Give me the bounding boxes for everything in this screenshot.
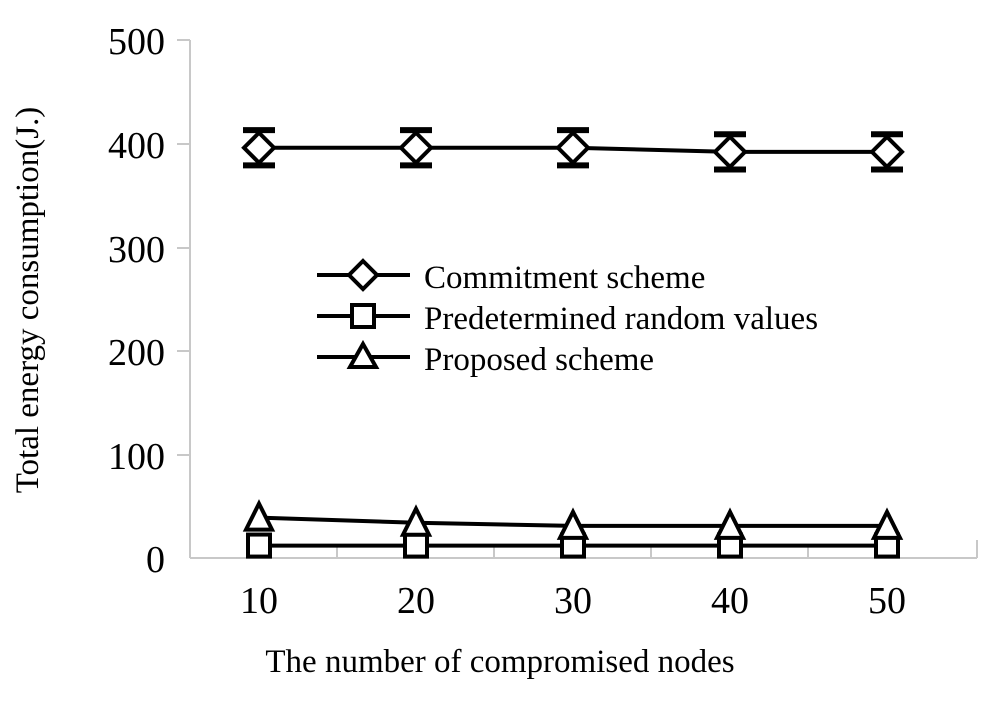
y-tick-labels: 500 400 300 200 100 0 xyxy=(108,21,165,581)
x-tick-label-30: 30 xyxy=(554,580,592,622)
diamond-marker-icon xyxy=(555,129,591,166)
series-commitment-scheme xyxy=(241,127,905,173)
y-tick-label-300: 300 xyxy=(108,229,165,271)
y-axis-title: Total energy consumption(J.) xyxy=(10,107,46,494)
x-tick-label-40: 40 xyxy=(711,580,749,622)
y-tick-label-0: 0 xyxy=(146,539,165,581)
triangle-marker-icon xyxy=(556,507,590,540)
y-tick-label-100: 100 xyxy=(108,436,165,478)
triangle-marker-icon xyxy=(399,504,433,537)
triangle-marker-icon xyxy=(242,499,276,532)
series-layer xyxy=(241,127,905,559)
legend-entry-commitment-scheme[interactable]: Commitment scheme xyxy=(317,258,705,296)
triangle-marker-icon xyxy=(713,507,747,540)
y-tick-label-400: 400 xyxy=(108,125,165,167)
legend-label-1: Commitment scheme xyxy=(424,260,705,296)
diamond-marker-icon xyxy=(241,129,277,166)
x-tick-labels: 10 20 30 40 50 xyxy=(240,580,906,622)
diamond-marker-icon xyxy=(346,258,380,292)
series-predetermined-random-values xyxy=(246,532,900,559)
square-marker-icon xyxy=(246,532,272,559)
legend-entry-proposed-scheme[interactable]: Proposed scheme xyxy=(317,339,654,378)
square-marker-icon xyxy=(403,532,429,559)
y-tick-label-500: 500 xyxy=(108,21,165,63)
legend-label-2: Predetermined random values xyxy=(424,301,818,337)
series-proposed-scheme xyxy=(242,499,904,540)
x-tick-label-50: 50 xyxy=(868,580,906,622)
x-tick-label-20: 20 xyxy=(397,580,435,622)
x-tick-label-10: 10 xyxy=(240,580,278,622)
triangle-marker-icon xyxy=(870,507,904,540)
diamond-marker-icon xyxy=(398,129,434,166)
y-tick-label-200: 200 xyxy=(108,332,165,374)
legend: Commitment scheme Predetermined random v… xyxy=(317,258,818,378)
diamond-marker-icon xyxy=(869,134,905,170)
triangle-marker-icon xyxy=(346,339,380,369)
y-axis-ticks xyxy=(177,39,190,456)
legend-entry-predetermined-random-values[interactable]: Predetermined random values xyxy=(317,301,818,337)
square-marker-icon xyxy=(350,303,376,329)
legend-label-3: Proposed scheme xyxy=(424,342,654,378)
diamond-marker-icon xyxy=(712,134,748,170)
x-axis-title: The number of compromised nodes xyxy=(265,644,734,680)
